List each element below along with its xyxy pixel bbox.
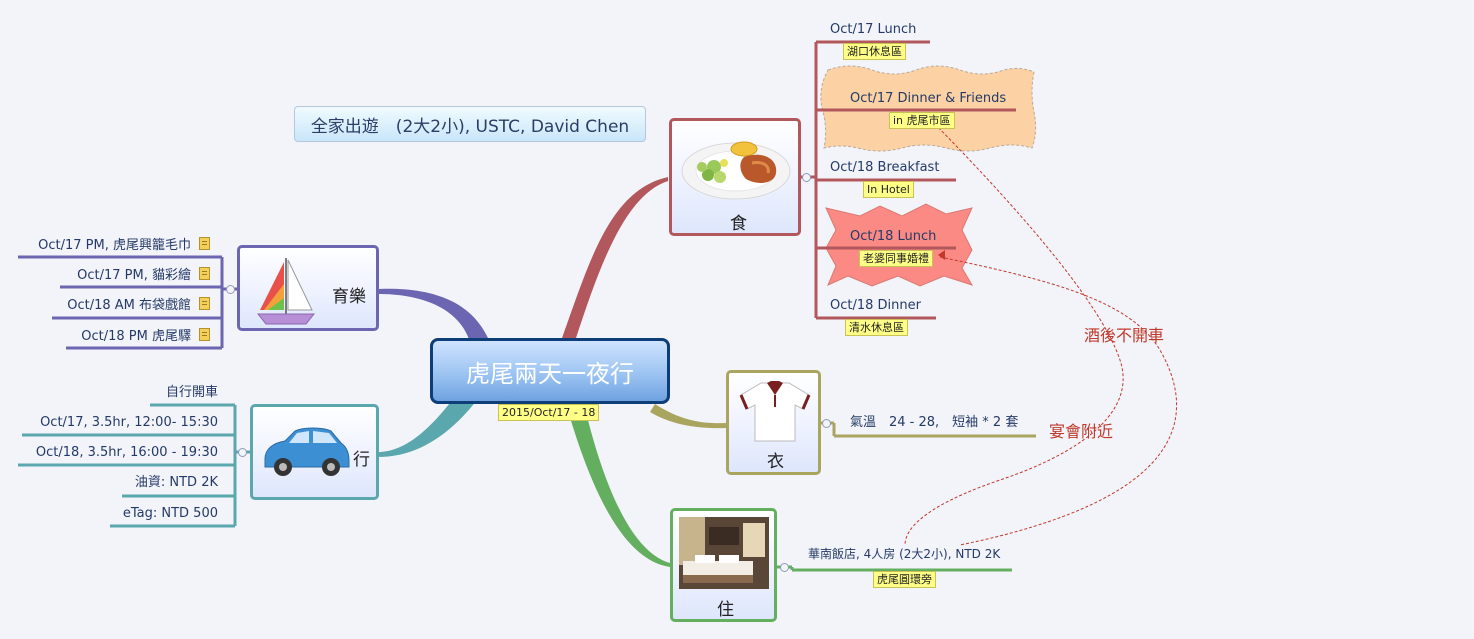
food-item-3-note: In Hotel — [863, 181, 914, 198]
clothing-item: 氣溫 24 - 28, 短袖 * 2 套 — [850, 415, 1019, 430]
hotel-room-icon — [679, 517, 769, 589]
topic-entertainment[interactable]: 育樂 — [237, 245, 379, 331]
topic-transport-label: 行 — [353, 450, 370, 470]
transport-item-2: Oct/17, 3.5hr, 12:00- 15:30 — [40, 415, 218, 430]
relationship-label-no-drink-drive[interactable]: 酒後不開車 — [1084, 326, 1165, 345]
polo-shirt-icon — [739, 381, 811, 442]
topic-clothing[interactable]: 衣 — [726, 370, 821, 475]
entertainment-item-4: Oct/18 PM 虎尾驛 — [81, 328, 210, 345]
topic-lodging-label: 住 — [717, 600, 734, 620]
central-topic[interactable]: 虎尾兩天一夜行 — [430, 338, 670, 404]
branch-entertainment — [378, 288, 488, 342]
transport-item-4: 油資: NTD 2K — [134, 475, 218, 490]
topic-food-label: 食 — [730, 214, 747, 234]
entertainment-item-2: Oct/17 PM, 貓彩繪 — [77, 267, 210, 284]
relationship-line-no-drink-drive — [904, 116, 1124, 546]
lodging-note: 虎尾圓環旁 — [873, 571, 936, 588]
floating-topic-family-trip[interactable]: 全家出遊 (2大2小), USTC, David Chen — [294, 106, 646, 142]
collapse-lodging-knob[interactable] — [780, 563, 789, 572]
topic-entertainment-label: 育樂 — [332, 287, 366, 307]
branch-food — [562, 177, 668, 338]
memo-note-icon[interactable] — [199, 328, 210, 341]
memo-note-icon[interactable] — [199, 237, 210, 250]
central-topic-note: 2015/Oct/17 - 18 — [498, 404, 600, 421]
relationship-label-near-banquet[interactable]: 宴會附近 — [1049, 422, 1114, 441]
transport-item-1: 自行開車 — [165, 385, 218, 400]
topic-clothing-label: 衣 — [767, 452, 784, 472]
food-item-3-title: Oct/18 Breakfast — [830, 160, 940, 175]
food-item-1-title: Oct/17 Lunch — [830, 22, 917, 37]
branch-clothing — [650, 404, 726, 429]
food-item-4-note: 老婆同事婚禮 — [859, 250, 933, 267]
food-item-5-note: 清水休息區 — [845, 319, 908, 336]
topic-transport[interactable]: 行 — [250, 404, 379, 500]
food-item-2-note: in 虎尾市區 — [889, 112, 955, 129]
memo-note-icon[interactable] — [199, 267, 210, 280]
central-topic-title: 虎尾兩天一夜行 — [466, 359, 634, 388]
sailboat-icon — [256, 258, 316, 325]
collapse-clothing-knob[interactable] — [822, 419, 831, 428]
lodging-item: 華南飯店, 4人房 (2大2小), NTD 2K — [808, 547, 1001, 561]
floating-topic-text: 全家出遊 (2大2小), USTC, David Chen — [310, 116, 630, 137]
car-icon — [264, 427, 350, 476]
topic-lodging[interactable]: 住 — [670, 508, 777, 622]
food-item-4-title: Oct/18 Lunch — [850, 229, 937, 244]
transport-item-5: eTag: NTD 500 — [122, 506, 218, 521]
entertainment-item-3: Oct/18 AM 布袋戲館 — [67, 297, 210, 314]
collapse-transport-knob[interactable] — [238, 448, 247, 457]
memo-note-icon[interactable] — [199, 297, 210, 310]
food-item-1-note: 湖口休息區 — [843, 43, 906, 60]
meal-plate-icon — [681, 141, 791, 200]
topic-food[interactable]: 食 — [669, 118, 801, 236]
food-item-5-title: Oct/18 Dinner — [830, 298, 921, 313]
food-item-2-title: Oct/17 Dinner & Friends — [850, 91, 1007, 106]
relationship-line-near-banquet — [939, 256, 1178, 546]
entertainment-item-1: Oct/17 PM, 虎尾興籠毛巾 — [38, 237, 210, 254]
transport-item-3: Oct/18, 3.5hr, 16:00 - 19:30 — [35, 445, 218, 460]
branch-lodging — [566, 404, 670, 567]
collapse-food-knob[interactable] — [802, 173, 811, 182]
collapse-entertainment-knob[interactable] — [226, 285, 235, 294]
starburst-lunch-wedding — [825, 203, 974, 287]
